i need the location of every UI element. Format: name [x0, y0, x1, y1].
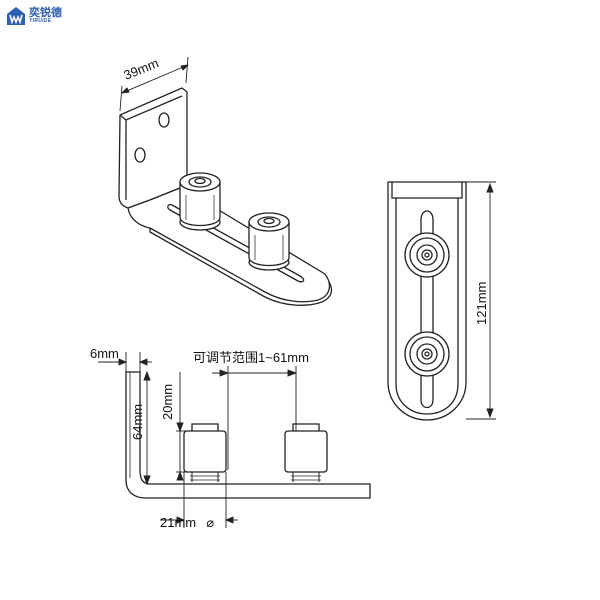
logo-house-icon	[7, 7, 25, 25]
height-label: 64mm	[130, 404, 145, 440]
top-view	[387, 181, 496, 421]
length-dimension	[466, 181, 496, 420]
mount-hole-upper	[158, 112, 170, 128]
length-label: 121mm	[474, 282, 489, 325]
logo-chinese-text: 奕锐德	[29, 7, 62, 19]
thickness-dimension	[98, 352, 152, 372]
height-dimension	[143, 370, 151, 486]
width-dimension	[119, 56, 189, 112]
roller-1	[179, 172, 221, 231]
mount-hole-lower	[134, 147, 146, 163]
side-roller-1	[183, 423, 227, 482]
roller-height-dimension	[176, 372, 190, 481]
thickness-label: 6mm	[90, 346, 119, 361]
brand-logo: 奕锐德 YIRUIDE	[6, 6, 62, 26]
logo-english-text: YIRUIDE	[29, 18, 52, 24]
side-roller-2	[284, 423, 328, 482]
top-slot	[420, 210, 434, 409]
isometric-view	[118, 56, 333, 306]
top-plate-outline	[387, 181, 467, 421]
roller-2	[248, 212, 290, 271]
roller-diameter-label: 21mm	[160, 515, 196, 530]
roller-diameter-dimension	[160, 472, 238, 528]
diameter-symbol: ⌀	[206, 515, 214, 530]
side-view	[98, 352, 371, 528]
roller-height-label: 20mm	[160, 384, 175, 420]
vertical-plate	[118, 87, 188, 209]
top-roller-1	[404, 232, 450, 278]
side-bracket	[125, 371, 371, 499]
top-roller-2	[404, 331, 450, 377]
adjust-range-label: 可调节范围1~61mm	[193, 350, 309, 365]
base-slot	[167, 203, 305, 283]
